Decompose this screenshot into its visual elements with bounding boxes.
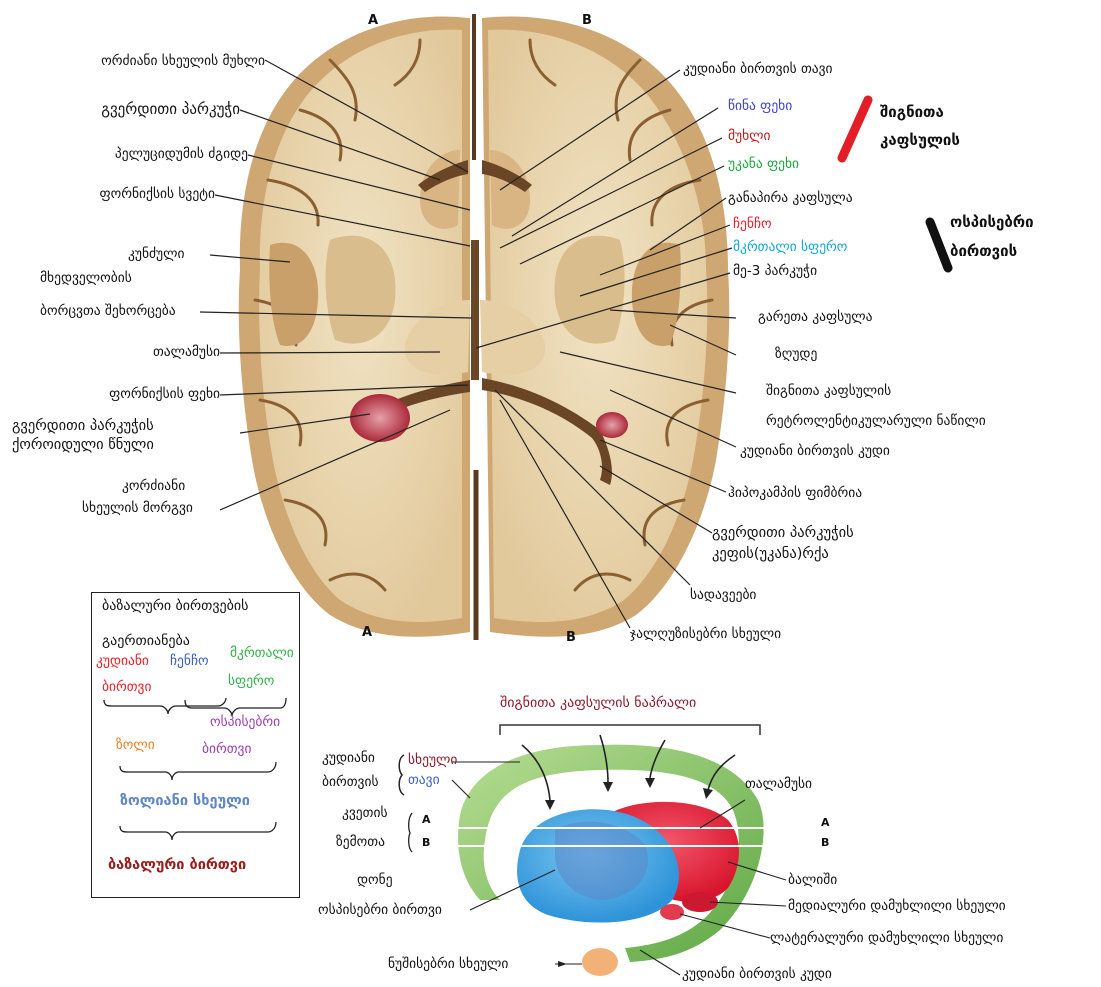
left-choroid-plexus [350, 394, 410, 442]
label-internal-capsule-fissure: შიგნითა კაფსულის ნაპრალი [500, 695, 696, 712]
label-plane-a-left: A [422, 811, 431, 828]
label-plane-a-right: A [821, 814, 830, 831]
label-lgb: ლატერალური დამუხლილი სხეული [770, 930, 1003, 947]
legend-striatum: ზოლიანი სხეული [120, 793, 250, 810]
label-thalamus-3d: თალამუსი [745, 776, 812, 793]
label-septum-pellucidum: პელუციდუმის ძგიდე [40, 146, 248, 163]
label-internal-capsule-group-2: კაფსულის [880, 132, 960, 149]
label-splenium: სხეულის მორგვი [82, 500, 193, 517]
label-lateral-ventricle: გვერდითი პარკუჭი [40, 101, 240, 118]
label-section-2: ზემოთა [336, 834, 385, 851]
label-external-capsule: გარეთა კაფსულა [758, 309, 872, 326]
label-pineal-body: ჯალღუზისებრი სხეული [630, 626, 781, 643]
label-amygdala-3d: ნუშისებრი სხეული [388, 956, 508, 973]
legend-pallidus-2: სფერო [228, 673, 274, 690]
label-extreme-capsule: განაპირა კაფსულა [728, 190, 853, 207]
label-posterior-horn: კეფის(უკანა)რქა [712, 546, 829, 563]
label-insula: კუნძული [128, 246, 184, 263]
label-retrolentiform: რეტროლენტიკულარული ნაწილი [766, 413, 986, 430]
label-putamen: ჩენჩო [733, 216, 772, 233]
label-caudate-body: სხეული [408, 752, 457, 769]
label-section-3: დონე [357, 872, 393, 889]
label-fornix-column: ფორნიქსის სვეტი [40, 186, 215, 203]
label-pulvinar: ბალიში [788, 872, 837, 889]
legend-lentiform-2: ბირთვი [202, 741, 251, 758]
legend-caudate-2: ბირთვი [102, 679, 151, 696]
legend-lentiform-1: ოსპისებრი [210, 714, 280, 731]
amygdala-shape [582, 948, 618, 976]
label-caudate-head-3d: თავი [408, 772, 440, 789]
label-fimbria: ჰიპოკამპის ფიმბრია [728, 485, 862, 502]
label-caudate-prefix-1: კუდიანი [322, 750, 375, 767]
lentiform-bracket [930, 222, 948, 268]
label-caudate-prefix-2: ბირთვის [322, 774, 379, 791]
label-section-1: კვეთის [342, 805, 388, 822]
label-corpus-callosum-genu: ორძიანი სხეულის მუხლი [40, 53, 265, 70]
label-lateral-ventricle-2: გვერდითი პარკუჭის [12, 418, 154, 435]
label-internal-capsule: შიგნითა კაფსულის [766, 383, 891, 400]
label-thalamus-left: თალამუსი [40, 344, 220, 361]
legend-amygdala: ზოლი [116, 737, 155, 754]
label-caudate-head: კუდიანი ბირთვის თავი [683, 61, 833, 78]
orientation-b-bottom: B [566, 630, 576, 645]
legend-caudate-1: კუდიანი [96, 653, 149, 670]
legend-basal-nuclei: ბაზალური ბირთვი [108, 857, 246, 874]
label-plane-b-right: B [821, 834, 829, 851]
label-habenula: სადავეები [690, 587, 756, 604]
legend-putamen: ჩენჩო [170, 653, 209, 670]
label-caudate-tail-3d: კუდიანი ბირთვის კუდი [682, 966, 832, 983]
label-caudate-tail: კუდიანი ბირთვის კუდი [740, 443, 890, 460]
orientation-a-top: A [368, 13, 378, 28]
legend-pallidus-1: მკრთალი [230, 645, 294, 662]
label-lateral-ventricle-right: გვერდითი პარკუჭის [712, 525, 854, 542]
label-interthalamic-adhesion: ბორცვთა შეხორცება [40, 303, 176, 320]
lgb-shape [660, 904, 684, 920]
legend-title-line1: ბაზალური ბირთვების [102, 598, 248, 615]
label-fornix-crus: ფორნიქსის ფეხი [40, 386, 220, 403]
label-posterior-limb: უკანა ფეხი [728, 156, 799, 173]
label-mgb: მედიალური დამუხლილი სხეული [788, 898, 1006, 915]
internal-capsule-bracket [842, 100, 868, 158]
label-third-ventricle: მე-3 პარკუჭი [733, 263, 817, 280]
label-internal-capsule-group-1: შიგნითა [880, 104, 944, 121]
third-ventricle [471, 240, 479, 380]
label-plane-b-left: B [422, 834, 430, 851]
label-lentiform-group-2: ბირთვის [950, 243, 1017, 260]
label-claustrum: ზღუდე [775, 346, 817, 363]
label-choroid-plexus: ქოროიდული წნული [12, 437, 154, 454]
orientation-b-top: B [582, 13, 592, 28]
orientation-a-bottom: A [362, 625, 372, 640]
label-lentiform-3d: ოსპისებრი ბირთვი [318, 902, 442, 919]
label-corpus-callosum: კორძიანი [122, 478, 185, 495]
label-lentiform-group-1: ოსპისებრი [950, 214, 1034, 231]
label-anterior-limb: წინა ფეხი [728, 98, 792, 115]
legend-title-line2: გაერთიანება [102, 633, 190, 650]
nuclei-3d-illustration [399, 725, 815, 976]
basal-ganglia-legend: ბაზალური ბირთვების გაერთიანება კუდიანი ბ… [91, 592, 300, 898]
label-optic: მხედველობის [40, 270, 132, 287]
label-genu: მუხლი [728, 128, 771, 145]
right-choroid-plexus [596, 412, 628, 438]
label-globus-pallidus: მკრთალი სფერო [733, 239, 847, 256]
